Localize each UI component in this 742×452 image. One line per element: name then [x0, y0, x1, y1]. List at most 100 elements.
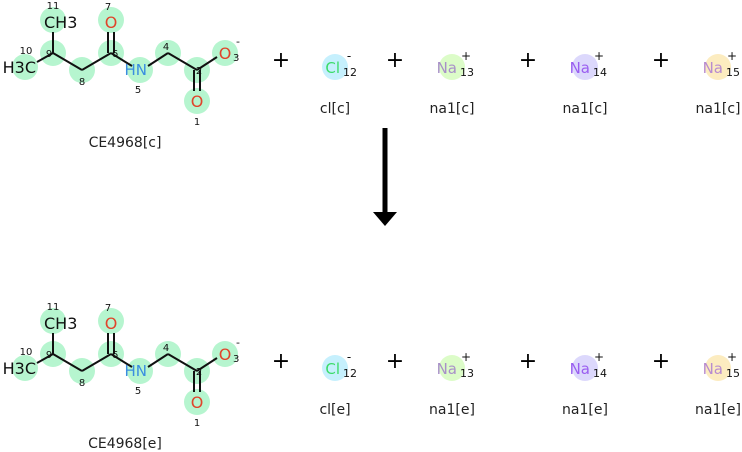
plus-sign: + — [652, 48, 670, 73]
ion-highlight — [705, 355, 731, 381]
atom-index: 11 — [47, 1, 60, 12]
plus-sign: + — [519, 48, 537, 73]
single-bond — [167, 52, 198, 71]
atom-index: 4 — [163, 343, 169, 354]
atom-highlight — [184, 389, 210, 415]
single-bond — [147, 52, 169, 67]
single-bond — [81, 353, 112, 372]
single-bond — [167, 353, 198, 372]
atom-highlight — [212, 40, 238, 66]
ion: Na +13 na1[c] — [430, 49, 475, 117]
atom-label: O — [105, 314, 118, 333]
ion-highlight — [572, 54, 598, 80]
single-bond — [36, 353, 54, 364]
ion-index: 14 — [593, 66, 607, 79]
ion-symbol: Na — [570, 360, 590, 378]
atom-label: O — [191, 393, 204, 412]
ion-symbol: Na — [437, 59, 457, 77]
atom-index: 3 — [233, 354, 239, 365]
ion-highlight — [705, 54, 731, 80]
molecule-name: CE4968[e] — [88, 436, 162, 452]
atom-index: 3 — [233, 53, 239, 64]
atom-index: 6 — [112, 350, 118, 361]
atom-label: H3C — [3, 58, 36, 77]
atom-index: 6 — [112, 49, 118, 60]
ion-highlight — [439, 355, 465, 381]
ion-charge: + — [727, 350, 737, 364]
ion-highlight — [322, 355, 348, 381]
atom-index: 8 — [79, 378, 85, 389]
plus-sign: + — [272, 349, 290, 374]
atom-index: 8 — [79, 77, 85, 88]
ion-index: 14 — [593, 367, 607, 380]
ion-symbol: Cl — [325, 360, 340, 378]
reaction-row-2: O12O-34HN56O789H3C10CH311CE4968[e]++++Cl… — [3, 302, 741, 452]
single-bond — [147, 353, 169, 368]
plus-sign: + — [386, 349, 404, 374]
atom-highlight — [212, 341, 238, 367]
atom-index: 10 — [20, 347, 33, 358]
molecule-name: CE4968[c] — [89, 135, 162, 151]
ion-symbol: Na — [570, 59, 590, 77]
ion-charge: - — [347, 350, 351, 364]
single-bond — [36, 52, 54, 63]
atom-index: 9 — [46, 350, 52, 361]
ion-symbol: Na — [703, 360, 723, 378]
atom-label: CH3 — [44, 314, 77, 333]
atom-highlight — [12, 54, 38, 80]
plus-sign: + — [272, 48, 290, 73]
atom-highlight — [98, 7, 124, 33]
plus-sign: + — [386, 48, 404, 73]
ion-name: na1[c] — [430, 101, 475, 117]
atom-highlight — [98, 308, 124, 334]
atom-label: O — [105, 13, 118, 32]
atom-index: 9 — [46, 49, 52, 60]
ion-index: 15 — [726, 66, 740, 79]
ion-symbol: Cl — [325, 59, 340, 77]
atom-label: HN — [125, 61, 148, 79]
atom-index: 5 — [135, 85, 141, 96]
ion-charge: + — [461, 49, 471, 63]
ion-highlight — [322, 54, 348, 80]
reaction-row-1: O12O-34HN56O789H3C10CH311CE4968[c]++++Cl… — [3, 1, 741, 151]
atom-highlight — [127, 358, 153, 384]
atom-index: 4 — [163, 42, 169, 53]
single-bond — [110, 353, 133, 368]
atom-label: O — [191, 92, 204, 111]
ion-name: na1[e] — [429, 402, 475, 418]
reaction-arrow-head-icon — [373, 212, 397, 226]
atom-label: O — [219, 44, 232, 63]
ion-charge: - — [347, 49, 351, 63]
single-bond — [52, 353, 83, 372]
ion-charge: + — [461, 350, 471, 364]
atom-highlight — [40, 7, 66, 33]
single-bond — [52, 52, 83, 71]
ion-index: 12 — [343, 66, 357, 79]
atom-index: 2 — [196, 66, 202, 77]
atom-highlight — [184, 88, 210, 114]
atom-highlight — [40, 308, 66, 334]
atom-label: O — [219, 345, 232, 364]
atom-index: 1 — [194, 117, 200, 128]
ion-highlight — [439, 54, 465, 80]
atom-index: 5 — [135, 386, 141, 397]
ion-name: na1[e] — [562, 402, 608, 418]
atom-index: 1 — [194, 418, 200, 429]
plus-sign: + — [652, 349, 670, 374]
atom-charge: - — [236, 336, 240, 349]
ion-index: 13 — [460, 367, 474, 380]
atom-highlight — [127, 57, 153, 83]
atom-index: 7 — [105, 2, 111, 13]
ion-index: 13 — [460, 66, 474, 79]
ion-name: cl[c] — [320, 101, 350, 117]
ion-name: na1[e] — [695, 402, 741, 418]
